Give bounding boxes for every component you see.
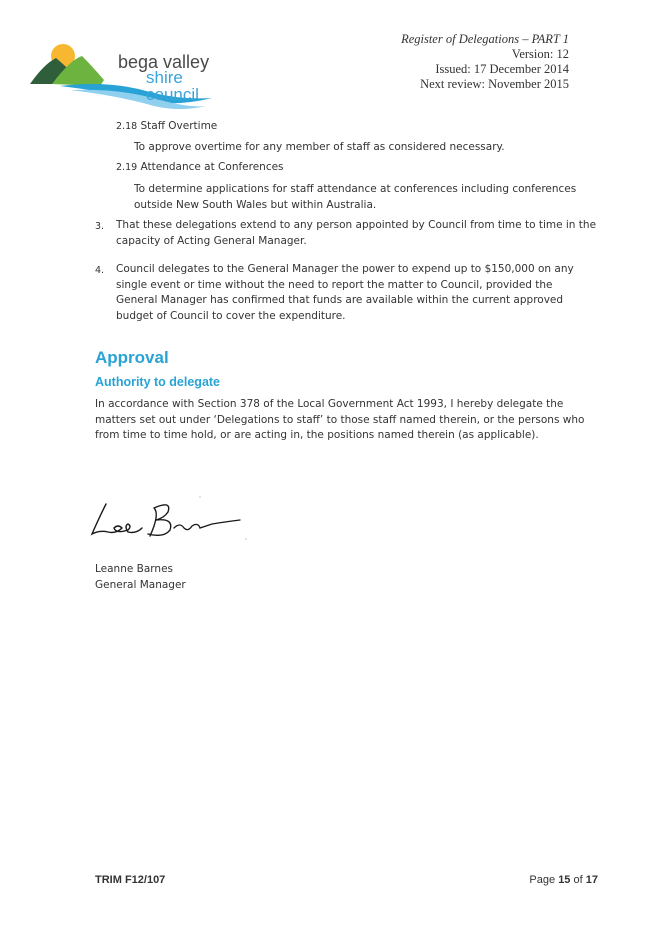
text-line: capacity of Acting General Manager. — [116, 234, 307, 247]
register-title: Register of Delegations – PART 1 — [401, 32, 569, 46]
page-word: Page — [529, 874, 556, 886]
text-line: In accordance with Section 378 of the Lo… — [95, 398, 564, 410]
section-title: Attendance at Conferences — [140, 161, 284, 173]
page-current: 15 — [558, 874, 571, 886]
section-2-18-heading: 2.18 Staff Overtime — [116, 119, 217, 134]
logo-text-line2: shire council — [146, 68, 199, 104]
authority-subheading: Authority to delegate — [95, 375, 221, 389]
page-of: of — [573, 874, 583, 886]
item-4-number: 4. — [95, 265, 105, 276]
signatory-name: Leanne Barnes — [95, 563, 174, 575]
text-line: That these delegations extend to any per… — [116, 219, 597, 231]
text-line: outside New South Wales but within Austr… — [134, 198, 377, 211]
page-number: Page 15 of 17 — [529, 874, 598, 886]
next-review-date: Next review: November 2015 — [420, 77, 569, 91]
signatory-block: Leanne Barnes General Manager — [95, 562, 186, 593]
text-line: matters set out under ‘Delegations to st… — [95, 413, 585, 426]
section-2-19-heading: 2.19 Attendance at Conferences — [116, 160, 284, 175]
approval-heading: Approval — [95, 348, 169, 367]
section-2-19-text: To determine applications for staff atte… — [134, 182, 576, 213]
section-2-18-text: To approve overtime for any member of st… — [134, 141, 505, 153]
text-line: budget of Council to cover the expenditu… — [116, 309, 346, 322]
text-line: from time to time hold, or are acting in… — [95, 429, 539, 441]
item-3-number: 3. — [95, 221, 105, 232]
issued-date: Issued: 17 December 2014 — [435, 62, 569, 76]
text-line: Council delegates to the General Manager… — [116, 263, 574, 275]
text-line: General Manager has confirmed that funds… — [116, 294, 564, 306]
logo-text-line1: bega valley — [118, 52, 210, 72]
item-4-text: Council delegates to the General Manager… — [116, 262, 574, 324]
item-3-text: That these delegations extend to any per… — [116, 218, 596, 249]
text-line: To determine applications for staff atte… — [134, 183, 577, 195]
text-line: single event or time without the need to… — [116, 278, 553, 291]
version-text: Version: 12 — [511, 47, 569, 61]
section-number: 2.19 — [116, 162, 138, 173]
handwritten-signature — [90, 496, 247, 540]
approval-statement: In accordance with Section 378 of the Lo… — [95, 397, 584, 444]
document-header: Register of Delegations – PART 1 Version… — [401, 32, 569, 92]
page-total: 17 — [585, 874, 598, 886]
logo-mark-icon — [30, 44, 212, 109]
signatory-title: General Manager — [95, 578, 186, 591]
section-title: Staff Overtime — [140, 120, 218, 132]
section-number: 2.18 — [116, 121, 138, 132]
trim-reference: TRIM F12/107 — [95, 874, 166, 886]
council-logo: bega valley shire council — [30, 40, 220, 112]
